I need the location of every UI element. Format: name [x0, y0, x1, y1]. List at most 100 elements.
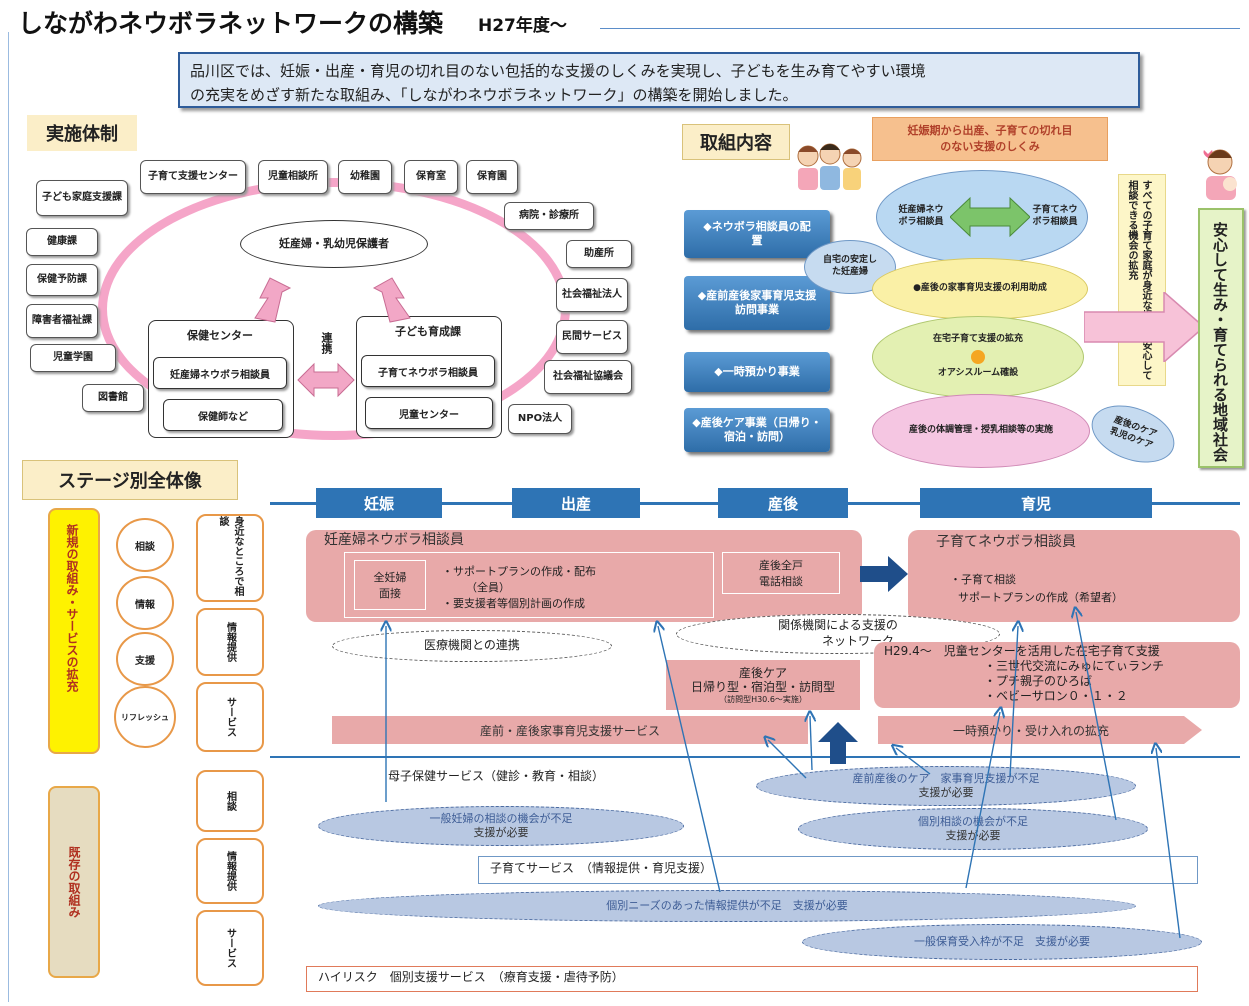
- highrisk-box: [306, 966, 1198, 992]
- phone-line-2: 電話相談: [759, 575, 803, 588]
- health-center-box: 保健センター 妊産婦ネウボラ相談員 保健師など: [148, 320, 294, 438]
- side-box-service-new: サービス: [196, 682, 264, 752]
- goal-mother-icon: [1203, 149, 1237, 200]
- goal-text: 安心して生み・育てられる地域社会: [1211, 222, 1229, 462]
- circle-info: 情報: [116, 576, 174, 630]
- side-box-consult-exist-text: 相談: [224, 791, 236, 811]
- org-health: 健康課: [26, 228, 98, 256]
- h294-line-1: H29.4～ 児童センターを活用した在宅子育て支援: [884, 644, 1160, 658]
- org-nursery-school: 保育園: [466, 160, 518, 194]
- health-center-counselor: 妊産婦ネウボラ相談員: [153, 357, 287, 389]
- org-npo: NPO法人: [508, 404, 572, 434]
- btn-counselor-placement: ◆ネウボラ相談員の配置: [684, 210, 830, 258]
- need-individual-consult-1: 個別相談の機会が不足: [918, 814, 1028, 828]
- need-nursery-capacity: 一般保育受入枠が不足 支援が必要: [802, 924, 1202, 960]
- org-kindergarten: 幼稚園: [338, 160, 392, 194]
- org-hospital: 病院・診療所: [504, 202, 594, 230]
- need-individual-consult: 個別相談の機会が不足 支援が必要: [798, 808, 1148, 850]
- stage-mid-line: [270, 756, 1240, 758]
- org-disability-welfare: 障害者福祉課: [26, 304, 98, 338]
- circle-support: 支援: [116, 632, 174, 686]
- org-childcare-support-center: 子育て支援センター: [140, 160, 246, 194]
- content-heading: 取組内容: [682, 124, 790, 160]
- interview-line-1: 全妊婦: [373, 571, 407, 584]
- org-nursery-room: 保育室: [404, 160, 458, 194]
- new-initiatives-label-box: [48, 508, 100, 754]
- org-social-welfare-corp: 社会福祉法人: [556, 278, 628, 312]
- h294-box: H29.4～ 児童センターを活用した在宅子育て支援 ・三世代交流にみゅにてぃラン…: [874, 642, 1240, 708]
- health-center-title: 保健センター: [187, 329, 253, 342]
- all-pregnant-interview: 全妊婦 面接: [354, 560, 426, 610]
- side-box-service-new-text: サービス: [224, 697, 236, 737]
- org-library: 図書館: [82, 384, 144, 412]
- link-left-label: 妊産婦ネウボラ相談員: [898, 205, 944, 227]
- childcare-service-label: 子育てサービス （情報提供・育児支援）: [490, 861, 713, 875]
- pink-health-oval: 産後の体調管理・授乳相談等の実施: [872, 394, 1090, 468]
- need-individual-info: 個別ニーズのあった情報提供が不足 支援が必要: [318, 890, 1136, 922]
- up-arrow-right: [372, 277, 411, 323]
- vertical-statement: すべての子育て家庭が身近な場所で安心して相談できる機会の拡充: [1126, 180, 1151, 380]
- collab-label: 連携: [320, 332, 333, 354]
- link-double-arrow: [950, 196, 1030, 238]
- interview-line-2: 面接: [379, 587, 401, 600]
- new-initiatives-label: 新規の取組み・サービスの拡充: [65, 524, 79, 692]
- org-social-welfare-council: 社会福祉協議会: [544, 360, 632, 394]
- temp-care-bar: 一時預かり・受け入れの拡充: [952, 723, 1109, 738]
- postnatal-care-box: 産後ケア 日帰り型・宿泊型・訪問型 （訪問型H30.6～実施）: [666, 660, 860, 710]
- side-box-nearby-consult-text: 身近なところで相談: [217, 516, 243, 596]
- existing-label-box: [48, 786, 100, 978]
- btn-housework-visit: ◆産前産後家事育児支援訪問事業: [684, 276, 830, 330]
- green-oval-line-2: オアシスルーム確設: [937, 368, 1019, 378]
- existing-label: 既存の取組み: [67, 846, 81, 918]
- up-thick-arrow: [818, 722, 858, 764]
- goal-box: [1198, 208, 1244, 468]
- org-child-guidance: 児童相談所: [258, 160, 328, 194]
- side-box-info-new-text: 情報提供: [224, 622, 236, 662]
- stage-heading: ステージ別全体像: [22, 460, 238, 500]
- family-illustration-icon: [797, 143, 862, 190]
- highrisk-label: ハイリスク 個別支援サービス （療育支援・虐待予防）: [318, 970, 624, 984]
- child-dept-counselor: 子育てネウボラ相談員: [361, 355, 495, 387]
- circle-consult: 相談: [116, 518, 174, 572]
- green-oval-line-1: 在宅子育て支援の拡充: [932, 334, 1023, 345]
- child-dept-child-center: 児童センター: [365, 397, 493, 429]
- support-plan-item-2: （全員）: [466, 581, 510, 594]
- pregnant-counselor-title: 妊産婦ネウボラ相談員: [324, 532, 464, 548]
- implementation-heading: 実施体制: [27, 115, 137, 151]
- tab-pregnancy: 妊娠: [316, 488, 442, 518]
- yellow-housework-oval: ●産後の家事育児支援の利用助成: [872, 258, 1088, 320]
- side-box-consult-exist: 相談: [196, 770, 264, 832]
- handoff-arrow: [860, 556, 908, 592]
- h294-line-3: ・プチ親子のひろば: [984, 674, 1093, 688]
- pregnant-counselor-panel: [306, 530, 862, 622]
- collab-arrow: [297, 362, 355, 398]
- need-postnatal-care-1: 産前産後のケア 家事育児支援が不足: [852, 771, 1040, 785]
- need-general-consult-2: 支援が必要: [473, 826, 529, 839]
- circle-refresh: リフレッシュ: [114, 686, 176, 748]
- org-child-family-support: 子ども家庭支援課: [36, 180, 128, 216]
- housework-bar: 産前・産後家事育児支援サービス: [332, 716, 808, 744]
- page-title: しながわネウボラネットワークの構築: [18, 9, 444, 38]
- title-rule: [600, 28, 1240, 29]
- bubble-infant-care: 産後のケア乳児のケア: [1083, 394, 1183, 474]
- phone-line-1: 産後全戸: [759, 559, 803, 572]
- childcare-service-box: [478, 856, 1198, 884]
- h294-line-4: ・ベビーサロン０・１・２: [984, 689, 1128, 703]
- center-target-oval: 妊産婦・乳幼児保護者: [240, 220, 428, 268]
- vertical-statement-box: [1118, 174, 1166, 386]
- side-box-nearby-consult: 身近なところで相談: [196, 514, 264, 602]
- tab-postnatal: 産後: [718, 488, 848, 518]
- intro-line-1: 品川区では、妊娠・出産・育児の切れ目のない包括的な支援のしくみを実現し、子どもを…: [190, 62, 926, 80]
- sun-icon: [971, 350, 985, 364]
- postnatal-care-note: （訪問型H30.6～実施）: [719, 694, 807, 704]
- tab-childcare: 育児: [920, 488, 1152, 518]
- child-counselor-item-1: ・子育て相談: [950, 573, 1016, 586]
- need-individual-consult-2: 支援が必要: [945, 829, 1001, 842]
- org-midwife: 助産所: [566, 240, 632, 268]
- green-oasis-oval: 在宅子育て支援の拡充 オアシスルーム確設: [872, 316, 1084, 398]
- arrow-nursery-to-temp: [1156, 748, 1181, 939]
- network-line-1: 関係機関による支援の: [778, 618, 898, 633]
- child-dept-title: 子ども育成課: [395, 325, 461, 338]
- side-box-info-new: 情報提供: [196, 608, 264, 676]
- frame-left-line: [8, 32, 9, 1002]
